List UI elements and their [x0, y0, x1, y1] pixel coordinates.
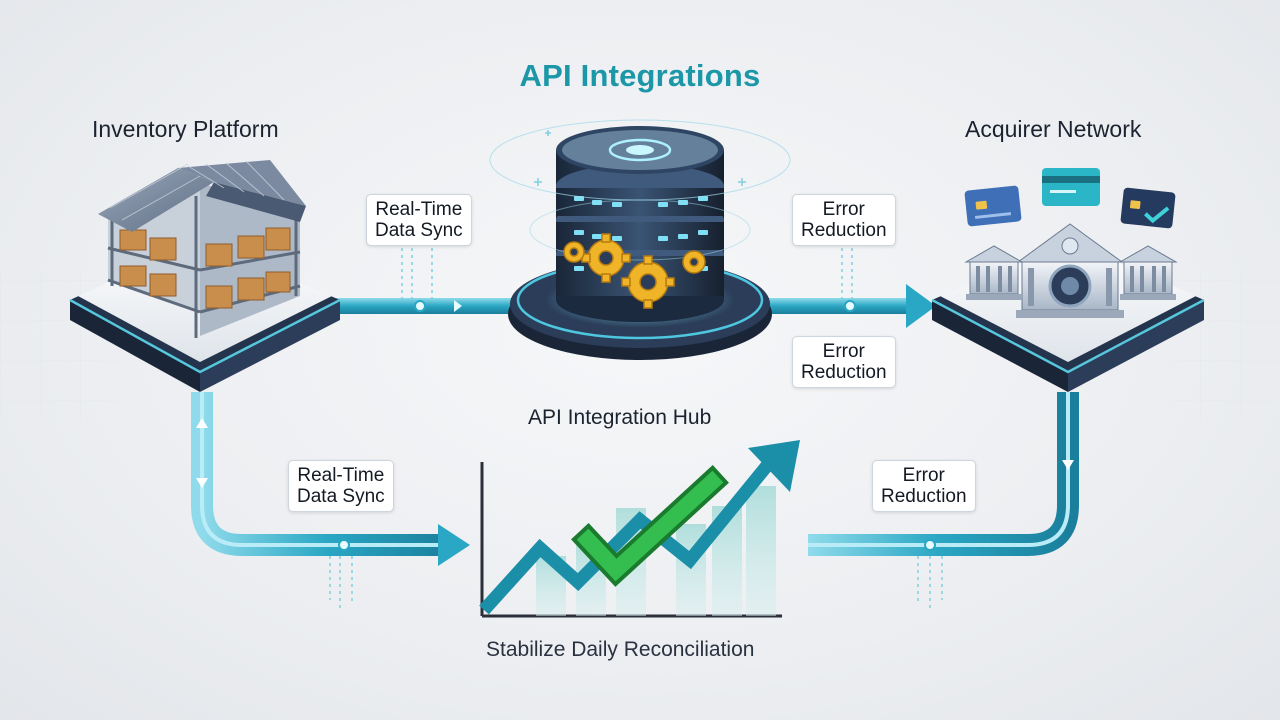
tag-error-bottom: Error Reduction: [872, 460, 976, 512]
tag-line: Error: [822, 341, 865, 362]
warehouse-icon: [98, 160, 306, 338]
pipe-right-down: [808, 392, 1079, 556]
pipe-left-to-hub: [330, 298, 520, 314]
server-stack-icon: [489, 119, 791, 322]
trend-arrowhead: [748, 440, 800, 492]
tag-error-mid: Error Reduction: [792, 336, 896, 388]
acquirer-network-label: Acquirer Network: [965, 116, 1142, 142]
gear-icon: [563, 233, 706, 309]
bank-building-icon: [1016, 223, 1124, 318]
bank-icon-right: [1118, 245, 1178, 300]
tag-line: Data Sync: [297, 486, 385, 507]
tag-line: Error: [902, 465, 945, 486]
credit-card-icon-blue: [964, 185, 1022, 227]
tag-sync-bottom: Real-Time Data Sync: [288, 460, 394, 512]
tag-sync-top: Real-Time Data Sync: [366, 194, 472, 246]
outcome-caption: Stabilize Daily Reconciliation: [486, 638, 755, 661]
tag-line: Real-Time: [297, 465, 385, 486]
tag-line: Data Sync: [375, 220, 463, 241]
tag-line: Real-Time: [375, 199, 463, 220]
inventory-platform-label: Inventory Platform: [92, 116, 279, 142]
tag-line: Reduction: [881, 486, 967, 507]
tag-error-top: Error Reduction: [792, 194, 896, 246]
hub-label: API Integration Hub: [528, 406, 712, 429]
tag-line: Error: [822, 199, 865, 220]
reconciliation-chart-icon: [479, 440, 800, 618]
tag-line: Reduction: [801, 362, 887, 383]
pipe-hub-to-acquirer: [760, 284, 936, 328]
bank-icon-left: [964, 245, 1024, 300]
pipe-left-down: [191, 392, 470, 566]
page-title: API Integrations: [519, 58, 761, 93]
credit-card-icon-navy: [1120, 187, 1176, 229]
data-stream-dots: [329, 248, 943, 612]
credit-card-icon-teal: [1042, 168, 1100, 206]
sparkle-icons: [534, 130, 746, 186]
tag-line: Reduction: [801, 220, 887, 241]
